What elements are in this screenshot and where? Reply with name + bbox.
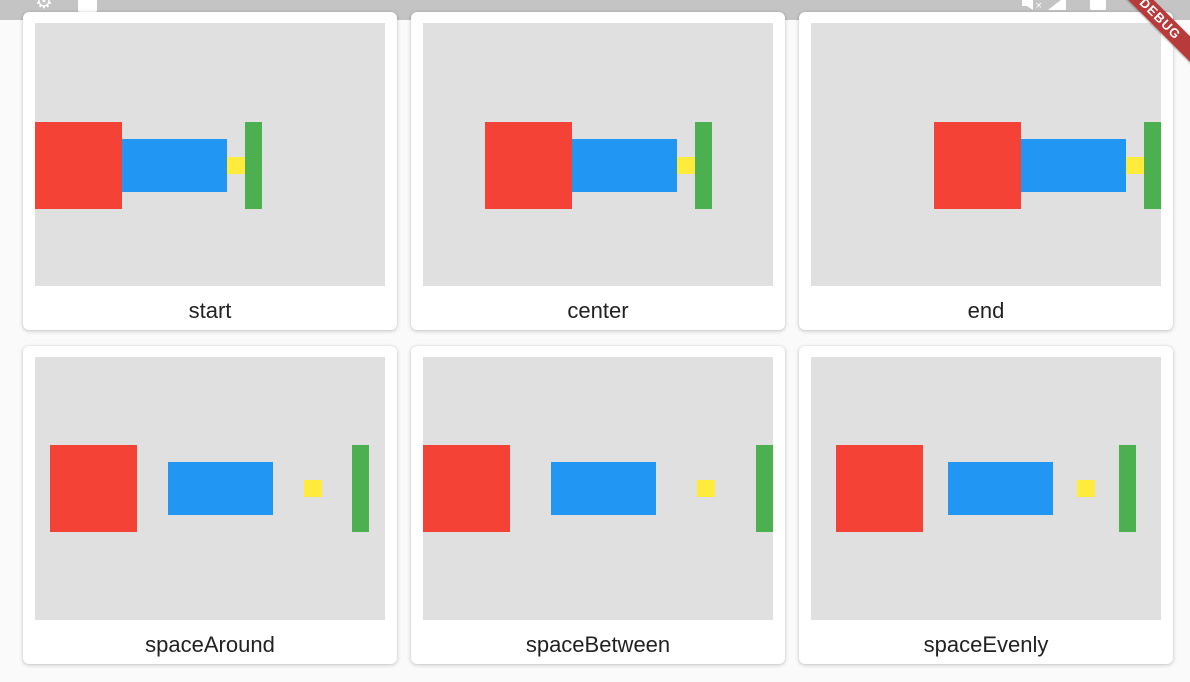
row-preview-start — [35, 23, 385, 286]
square-icon — [78, 0, 97, 12]
card-start[interactable]: start — [23, 12, 397, 330]
row-preview-end — [811, 23, 1161, 286]
row-preview-space-evenly — [811, 357, 1161, 620]
card-space-around[interactable]: spaceAround — [23, 346, 397, 664]
red-square — [50, 445, 137, 532]
yellow-square — [697, 480, 715, 497]
card-space-evenly[interactable]: spaceEvenly — [799, 346, 1173, 664]
row-preview-space-around — [35, 357, 385, 620]
yellow-square — [677, 157, 695, 174]
card-label: spaceEvenly — [923, 632, 1049, 657]
red-square — [836, 445, 923, 532]
card-label: center — [567, 298, 629, 323]
green-bar — [352, 445, 369, 532]
card-label: spaceBetween — [525, 632, 671, 657]
card-label: spaceAround — [145, 632, 275, 657]
card-end[interactable]: end — [799, 12, 1173, 330]
volume-muted-icon: × — [1022, 0, 1044, 11]
red-square — [485, 122, 572, 209]
blue-rectangle — [122, 139, 227, 192]
green-bar — [1144, 122, 1161, 209]
red-square — [35, 122, 122, 209]
yellow-square — [304, 480, 322, 497]
green-bar — [1119, 445, 1136, 532]
green-bar — [695, 122, 712, 209]
card-label: start — [188, 298, 232, 323]
yellow-square — [1126, 157, 1144, 174]
blue-rectangle — [551, 462, 656, 515]
blue-rectangle — [168, 462, 273, 515]
green-bar — [756, 445, 773, 532]
debug-banner: DEBUG — [1111, 0, 1190, 68]
signal-icon — [1048, 0, 1066, 10]
row-preview-center — [423, 23, 773, 286]
gear-icon: ⚙ — [35, 0, 53, 13]
green-bar — [245, 122, 262, 209]
yellow-square — [1077, 480, 1095, 497]
blue-rectangle — [1021, 139, 1126, 192]
red-square — [423, 445, 510, 532]
red-square — [934, 122, 1021, 209]
card-center[interactable]: center — [411, 12, 785, 330]
debug-banner-corner: DEBUG — [1110, 0, 1190, 80]
card-space-between[interactable]: spaceBetween — [411, 346, 785, 664]
svg-text:×: × — [1035, 1, 1043, 10]
battery-icon — [1090, 0, 1106, 10]
card-label: end — [967, 298, 1005, 323]
blue-rectangle — [948, 462, 1053, 515]
blue-rectangle — [572, 139, 677, 192]
row-preview-space-between — [423, 357, 773, 620]
yellow-square — [227, 157, 245, 174]
